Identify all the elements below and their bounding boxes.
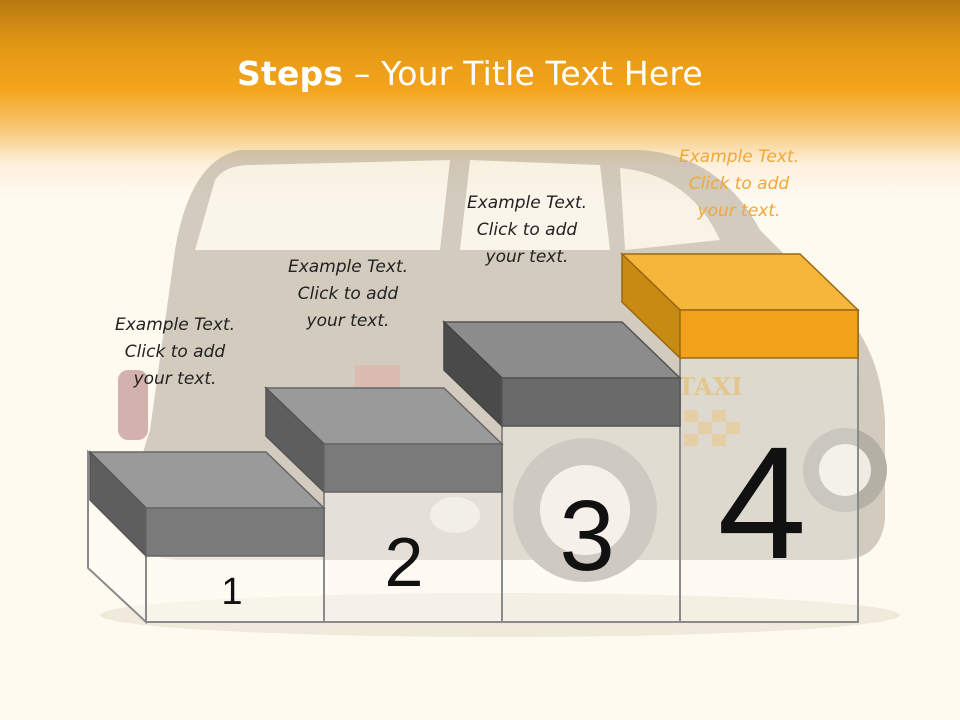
title-rest: – Your Title Text Here [343, 54, 703, 93]
step-text-2[interactable]: Example Text. Click to add your text. [287, 257, 409, 331]
taxi-sign-text: TAXI [677, 372, 742, 401]
step-number-3: 3 [559, 480, 615, 592]
step-block-1 [88, 450, 326, 558]
step-number-2: 2 [385, 523, 424, 601]
slide-title[interactable]: Steps – Your Title Text Here [0, 54, 940, 93]
step-block-3 [442, 320, 682, 428]
checker-pattern [684, 410, 740, 446]
step-block-2 [264, 386, 504, 494]
step-text-4[interactable]: Example Text. Click to add your text. [678, 147, 800, 221]
title-bold: Steps [237, 54, 344, 93]
step-text-3[interactable]: Example Text. Click to add your text. [466, 193, 588, 267]
step-number-4: 4 [718, 413, 807, 592]
step-text-1[interactable]: Example Text. Click to add your text. [114, 315, 236, 389]
step-number-1: 1 [221, 571, 242, 613]
step-box-4[interactable] [679, 309, 859, 623]
step-block-4 [620, 252, 860, 360]
